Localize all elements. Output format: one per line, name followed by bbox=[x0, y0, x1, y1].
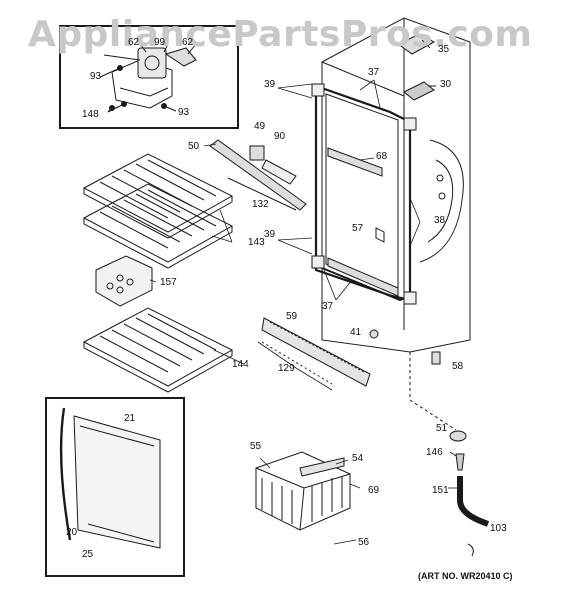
callout-41: 41 bbox=[350, 327, 362, 338]
callout-21: 21 bbox=[124, 413, 136, 424]
callout-39a: 39 bbox=[264, 79, 276, 90]
callout-129: 129 bbox=[278, 363, 295, 374]
callout-25: 25 bbox=[82, 549, 94, 560]
toe-panel-inset bbox=[45, 397, 185, 577]
callout-144: 144 bbox=[232, 359, 249, 370]
callout-99: 99 bbox=[154, 37, 166, 48]
callout-132: 132 bbox=[252, 199, 269, 210]
callout-62b: 62 bbox=[182, 37, 194, 48]
callout-103: 103 bbox=[490, 523, 507, 534]
cabinet bbox=[311, 17, 471, 431]
callout-58: 58 bbox=[452, 361, 464, 372]
top-hinge bbox=[397, 33, 436, 101]
callout-37a: 37 bbox=[368, 67, 380, 78]
callout-57: 57 bbox=[352, 223, 364, 234]
watermark-logo: AppliancePartsPros.com bbox=[28, 14, 533, 55]
callout-54: 54 bbox=[352, 453, 364, 464]
callout-93a: 93 bbox=[90, 71, 102, 82]
thermostat bbox=[249, 145, 297, 185]
wire-basket bbox=[255, 451, 351, 531]
callout-151: 151 bbox=[432, 485, 449, 496]
callout-20: 20 bbox=[66, 527, 78, 538]
callout-148: 148 bbox=[82, 109, 99, 120]
leveling-leg bbox=[431, 351, 441, 365]
callout-90: 90 bbox=[274, 131, 286, 142]
screw-41 bbox=[369, 329, 379, 339]
callout-51: 51 bbox=[436, 423, 448, 434]
toe-grille bbox=[261, 317, 371, 387]
callout-39b: 39 bbox=[264, 229, 276, 240]
callout-146: 146 bbox=[426, 447, 443, 458]
callout-62a: 62 bbox=[128, 37, 140, 48]
fan-motor-inset bbox=[59, 25, 239, 129]
callout-56: 56 bbox=[358, 537, 370, 548]
callout-30: 30 bbox=[440, 79, 452, 90]
drain-hose bbox=[449, 430, 490, 557]
callout-69: 69 bbox=[368, 485, 380, 496]
bin-157 bbox=[95, 255, 153, 307]
callout-35: 35 bbox=[438, 44, 450, 55]
callout-37b: 37 bbox=[322, 301, 334, 312]
light-bracket bbox=[209, 139, 307, 211]
callout-93b: 93 bbox=[178, 107, 190, 118]
callout-38: 38 bbox=[434, 215, 446, 226]
wire-shelf-lower bbox=[82, 307, 234, 393]
leader-lines bbox=[149, 79, 460, 545]
art-number: (ART NO. WR20410 C) bbox=[418, 571, 513, 581]
callout-157: 157 bbox=[160, 277, 177, 288]
callout-59: 59 bbox=[286, 311, 298, 322]
callout-68: 68 bbox=[376, 151, 388, 162]
callout-50: 50 bbox=[188, 141, 200, 152]
callout-143: 143 bbox=[248, 237, 265, 248]
callout-55: 55 bbox=[250, 441, 262, 452]
callout-49: 49 bbox=[254, 121, 266, 132]
wire-shelves-upper bbox=[82, 153, 234, 269]
